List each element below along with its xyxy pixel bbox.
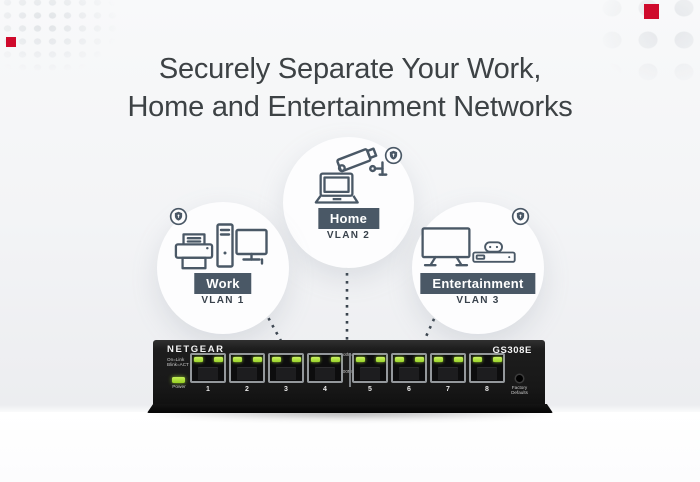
port-led-icon — [492, 356, 502, 362]
port-led-icon — [433, 356, 443, 362]
port-number: 7 — [446, 385, 450, 393]
rj45-jack — [399, 367, 419, 380]
port-number: 8 — [485, 385, 489, 393]
factory-reset-button — [516, 375, 523, 382]
tv-icon — [421, 227, 471, 274]
network-label-work: Work — [194, 273, 252, 294]
security-camera-icon — [333, 141, 389, 189]
port-led-icon — [213, 356, 223, 362]
port-led-icon — [453, 356, 463, 362]
port-led-icon — [355, 356, 365, 362]
port-led-icon — [375, 356, 385, 362]
red-accent-square-large — [644, 4, 659, 19]
ethernet-port-3: 3 — [268, 353, 304, 393]
ethernet-port-2: 2 — [229, 353, 265, 393]
port-number: 1 — [206, 385, 210, 393]
laptop-icon — [312, 172, 362, 212]
ethernet-port-1: 1 — [190, 353, 226, 393]
link-legend-line2: Blink=ACT — [167, 362, 189, 368]
port-number: 6 — [407, 385, 411, 393]
rj45-jack — [315, 367, 335, 380]
port-number: 4 — [323, 385, 327, 393]
port-led-icon — [271, 356, 281, 362]
rj45-jack — [276, 367, 296, 380]
port-group-divider — [349, 353, 351, 387]
port-led-icon — [394, 356, 404, 362]
switch-base — [147, 404, 553, 413]
port-number: 3 — [284, 385, 288, 393]
rj45-jack — [477, 367, 497, 380]
port-led-icon — [310, 356, 320, 362]
rj45-jack — [237, 367, 257, 380]
ethernet-port-6: 6 — [391, 353, 427, 393]
netgear-logo: NETGEAR — [167, 344, 225, 355]
power-led-icon — [172, 377, 185, 383]
factory-defaults-label: Factory Defaults — [504, 385, 535, 396]
port-led-icon — [330, 356, 340, 362]
power-label: Power — [172, 385, 186, 390]
ethernet-port-7: 7 — [430, 353, 466, 393]
factory-label-line1: Factory — [511, 385, 528, 390]
netgear-switch: NETGEAR GS308E On=Link Blink=ACT Both=10… — [153, 340, 545, 406]
red-accent-square-small — [6, 37, 16, 47]
desktop-computer-icon — [216, 223, 268, 278]
model-label: GS308E — [492, 345, 532, 356]
port-row: 1 2 3 4 5 6 7 — [190, 353, 508, 393]
rj45-jack — [360, 367, 380, 380]
link-legend-line1: On=Link — [167, 357, 185, 362]
vlan-label-home: VLAN 2 — [326, 230, 371, 241]
ethernet-port-4: 4 — [307, 353, 343, 393]
headline-line1: Securely Separate Your Work, — [158, 53, 542, 85]
ethernet-port-5: 5 — [352, 353, 388, 393]
lock-badge-icon — [384, 146, 403, 170]
port-led-icon — [472, 356, 482, 362]
link-legend: On=Link Blink=ACT — [167, 357, 189, 368]
vlan-label-work: VLAN 1 — [201, 295, 245, 306]
rj45-jack — [198, 367, 218, 380]
port-led-icon — [252, 356, 262, 362]
game-console-icon — [472, 241, 516, 269]
port-led-icon — [232, 356, 242, 362]
port-number: 2 — [245, 385, 249, 393]
rj45-jack — [438, 367, 458, 380]
headline: Securely Separate Your Work, Home and En… — [0, 50, 700, 126]
port-number: 5 — [368, 385, 372, 393]
port-led-icon — [193, 356, 203, 362]
floor-surface — [0, 412, 700, 482]
lock-badge-icon — [169, 207, 188, 231]
ethernet-port-8: 8 — [469, 353, 505, 393]
network-circle-home: Home VLAN 2 — [283, 137, 414, 268]
port-led-icon — [291, 356, 301, 362]
port-led-icon — [414, 356, 424, 362]
headline-line2: Home and Entertainment Networks — [127, 91, 573, 123]
network-label-entertainment: Entertainment — [420, 273, 536, 294]
network-circle-work: Work VLAN 1 — [157, 202, 289, 334]
vlan-label-entertainment: VLAN 3 — [456, 295, 500, 306]
network-circle-entertainment: Entertainment VLAN 3 — [412, 202, 544, 334]
printer-icon — [172, 232, 216, 277]
lock-badge-icon — [511, 207, 530, 231]
factory-label-line2: Defaults — [511, 390, 528, 396]
network-label-home: Home — [317, 208, 380, 229]
